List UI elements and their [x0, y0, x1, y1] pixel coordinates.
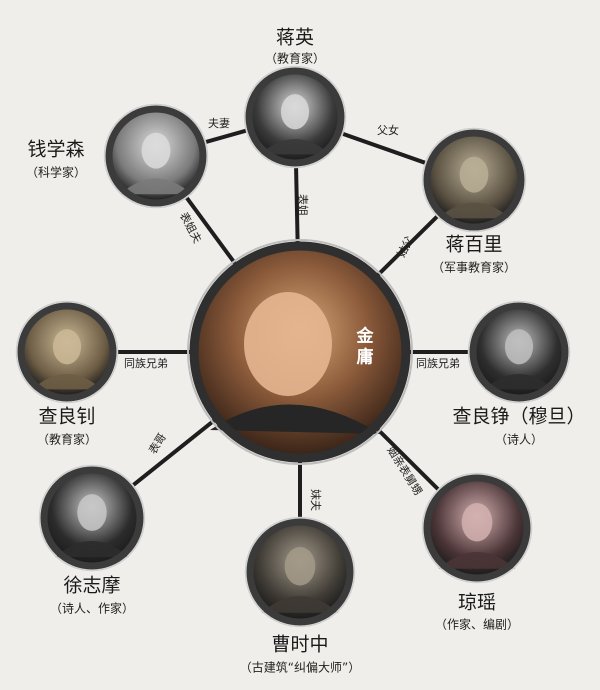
center-portrait-frame-outline	[187, 239, 413, 465]
relation-line	[204, 128, 248, 145]
center-portrait-face	[244, 292, 332, 396]
relation-lines	[117, 128, 469, 518]
portrait-frame	[40, 466, 144, 570]
person-role: （古建筑“纠偏大师”）	[240, 660, 360, 675]
portrait-frame-outline	[244, 516, 356, 628]
portrait-frame	[105, 105, 207, 207]
person-node-qiongyao: 琼瑶 （作家、编剧）	[421, 472, 533, 632]
portrait-frame-outline	[467, 300, 571, 404]
relation-label: 父女	[377, 123, 399, 137]
person-name: 蒋英	[276, 27, 314, 49]
person-node-xuzhimo: 徐志摩 （诗人、作家）	[38, 464, 146, 616]
center-portrait-suit	[210, 404, 380, 434]
portrait-frame-outline	[103, 103, 209, 209]
portrait-frame-outline	[243, 65, 347, 169]
person-node-caoshizhong: 曹时中 （古建筑“纠偏大师”）	[240, 516, 360, 675]
center-person-node: 金庸	[187, 239, 413, 465]
person-name: 琼瑶	[458, 592, 496, 614]
person-name: 查良钊	[38, 406, 95, 428]
person-name: 查良铮（穆旦）	[452, 406, 585, 428]
portrait-face	[141, 132, 171, 169]
center-name-char: 金	[356, 326, 375, 347]
portrait-shoulders	[438, 552, 516, 569]
relation-line	[375, 427, 441, 492]
portrait-frame	[423, 129, 525, 231]
portrait-shoulders	[261, 596, 339, 613]
relation-label: 夫妻	[208, 117, 230, 130]
person-node-qianxuesen: 钱学森 （科学家）	[26, 103, 209, 209]
center-portrait-frame	[189, 241, 411, 463]
relation-line	[184, 195, 238, 266]
portrait-frame-outline	[15, 300, 119, 404]
relation-line	[131, 418, 217, 488]
relation-label: 表哥	[145, 430, 169, 456]
portrait-face	[459, 156, 489, 193]
relation-label: 表姐	[296, 194, 310, 216]
person-role: （作家、编剧）	[435, 617, 519, 632]
person-name: 徐志摩	[63, 575, 120, 597]
relation-label: 妹夫	[309, 489, 322, 511]
portrait-face	[461, 503, 493, 542]
portrait-frame	[469, 302, 569, 402]
person-node-zhaliangzhao: 查良钊 （教育家）	[15, 300, 119, 447]
portrait-face	[52, 329, 82, 365]
person-node-jiangbaili: 蒋百里 （军事教育家）	[421, 127, 527, 275]
relation-line	[341, 131, 427, 165]
person-role: （教育家）	[265, 51, 325, 66]
relation-label: 同族兄弟	[416, 356, 460, 370]
portrait-frame	[245, 67, 345, 167]
person-node-jiangying: 蒋英 （教育家）	[243, 27, 347, 169]
person-role: （诗人）	[495, 433, 543, 447]
portrait-face	[280, 94, 310, 130]
relation-line	[294, 166, 300, 244]
portrait-frame-outline	[421, 472, 533, 584]
portrait-shoulders	[438, 202, 510, 219]
portrait-shoulders	[483, 374, 555, 390]
relation-label: 同族兄弟	[124, 356, 168, 370]
person-name: 钱学森	[27, 139, 84, 161]
portrait-frame	[423, 474, 531, 582]
people-nodes: 蒋英 （教育家） 钱学森 （科学家） 蒋百里 （军事教育家） 查良钊 （教育家） 查良铮（穆旦）…	[15, 27, 586, 675]
portrait-face	[504, 329, 534, 365]
portrait-frame-outline	[421, 127, 527, 233]
person-node-zhaliangzheng: 查良铮（穆旦） （诗人）	[452, 300, 586, 447]
portrait-frame-outline	[38, 464, 146, 572]
portrait-shoulders	[120, 178, 192, 195]
portrait-frame	[17, 302, 117, 402]
person-role: （教育家）	[37, 432, 97, 447]
portrait-shoulders	[259, 139, 331, 155]
center-name-char: 庸	[357, 347, 374, 368]
portrait-face	[284, 547, 316, 586]
person-name: 曹时中	[271, 634, 328, 656]
relation-line	[376, 214, 440, 277]
portrait-shoulders	[31, 374, 103, 390]
person-role: （军事教育家）	[432, 260, 516, 275]
person-role: （科学家）	[26, 165, 86, 180]
person-role: （诗人、作家）	[50, 601, 134, 616]
portrait-face	[77, 494, 107, 531]
portrait-shoulders	[55, 541, 129, 558]
person-name: 蒋百里	[445, 234, 502, 256]
portrait-frame	[246, 518, 354, 626]
